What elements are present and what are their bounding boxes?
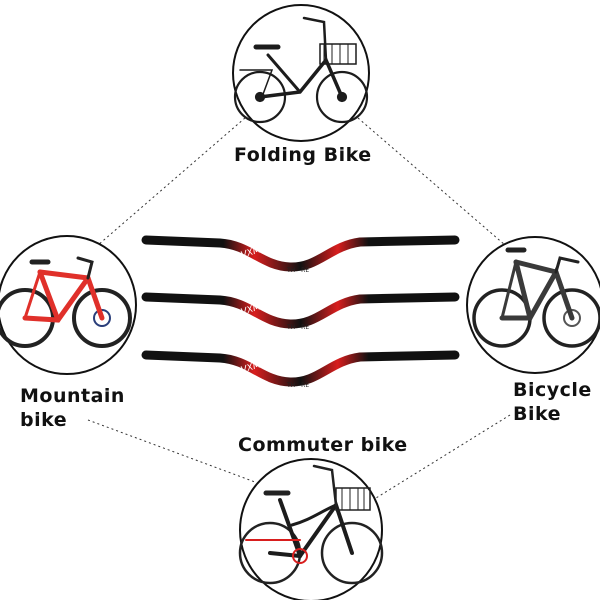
handlebar-set: VXM TH - RE VXM TH - RE VXM TH - RE xyxy=(141,235,460,389)
bicycle-bike-label: Bicycle Bike xyxy=(513,378,592,426)
connector-folding-bicycle xyxy=(357,117,506,246)
commuter-bike-icon xyxy=(238,464,384,585)
handlebar-3: VXM TH - RE xyxy=(141,350,460,389)
folding-bike-frame xyxy=(232,4,370,142)
commuter-bike-frame xyxy=(239,458,383,600)
handlebar-spec-2: TH - RE xyxy=(286,324,309,331)
commuter-bike-label: Commuter bike xyxy=(238,434,408,456)
folding-bike-icon xyxy=(233,16,369,124)
mountain-bike-label-line2: bike xyxy=(20,409,68,431)
mountain-bike-icon xyxy=(0,256,132,348)
mountain-bike-label-line1: Mountain xyxy=(20,385,125,407)
connector-lines xyxy=(87,117,511,499)
road-bike-icon xyxy=(472,247,600,348)
handlebar-1: VXM TH - RE xyxy=(141,235,460,274)
mountain-bike-label: Mountain bike xyxy=(20,384,125,432)
connector-folding-mountain xyxy=(89,117,246,253)
bicycle-bike-label-line2: Bike xyxy=(513,403,562,425)
handlebar-spec-3: TH - RE xyxy=(286,382,309,389)
handlebar-spec-1: TH - RE xyxy=(286,267,309,274)
folding-bike-label: Folding Bike xyxy=(234,144,372,166)
road-bike-frame xyxy=(466,236,600,374)
handlebar-2: VXM TH - RE xyxy=(141,292,460,331)
bicycle-bike-label-line1: Bicycle xyxy=(513,379,592,401)
connector-bicycle-commuter xyxy=(375,414,511,499)
